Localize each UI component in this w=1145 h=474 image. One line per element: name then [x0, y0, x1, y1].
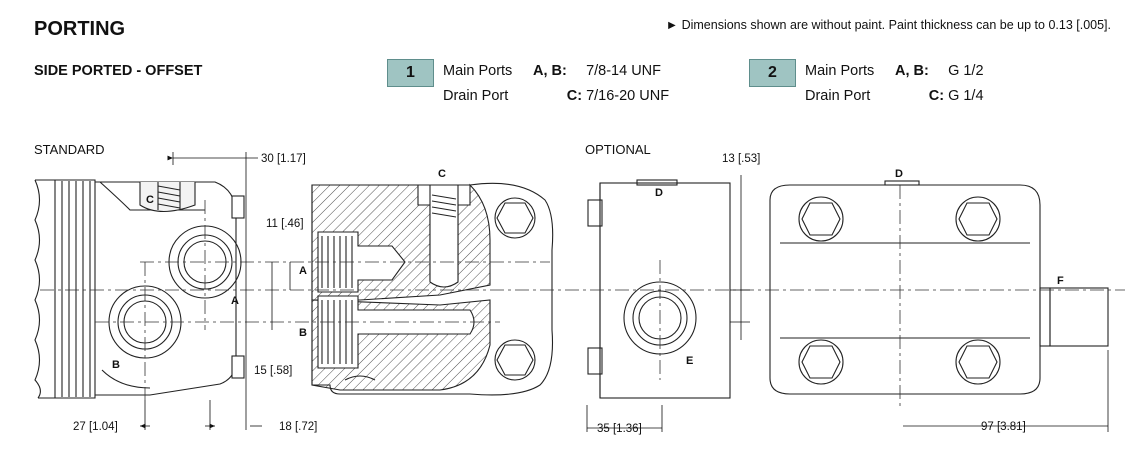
option-1-main-row: Main Ports A, B: 7/8-14 UNF	[443, 59, 669, 84]
option-2-drain-row: Drain Port C: G 1/4	[805, 84, 984, 109]
drain-port-letter: C:	[566, 88, 583, 104]
standard-view-label: STANDARD	[34, 142, 105, 157]
port-b-label: B	[112, 359, 120, 371]
main-ports-value: G 1/2	[948, 63, 984, 79]
main-ports-label: Main Ports	[443, 63, 513, 79]
dim-97: 97 [3.81]	[981, 421, 1026, 433]
drain-port-value: G 1/4	[948, 88, 984, 104]
section-port-c-label: C	[438, 168, 446, 180]
port-c-label: C	[146, 194, 154, 206]
port-f-label: F	[1057, 275, 1064, 287]
dim-15: 15 [.58]	[254, 365, 292, 377]
drain-port-label: Drain Port	[805, 88, 871, 104]
optional-top-view-drawing	[769, 180, 1109, 395]
option-2-specs: Main Ports A, B: G 1/2 Drain Port C: G 1…	[805, 59, 984, 109]
main-ports-letters: A, B:	[533, 63, 567, 79]
main-ports-letters: A, B:	[895, 63, 929, 79]
port-e-label: E	[686, 355, 693, 367]
option-1-specs: Main Ports A, B: 7/8-14 UNF Drain Port C…	[443, 59, 669, 109]
main-ports-label: Main Ports	[805, 63, 875, 79]
port-a-label: A	[231, 295, 239, 307]
standard-view-drawing	[34, 179, 245, 399]
dim-27: 27 [1.04]	[73, 421, 118, 433]
option-2-badge: 2	[749, 59, 796, 87]
drain-port-label: Drain Port	[443, 88, 509, 104]
dimension-lines	[140, 152, 1109, 432]
option-1-badge: 1	[387, 59, 434, 87]
section-port-a-label: A	[299, 265, 307, 277]
paint-note: ► Dimensions shown are without paint. Pa…	[665, 18, 1111, 32]
optional-side-view-drawing	[587, 179, 731, 399]
center-lines	[40, 185, 1125, 410]
dim-11: 11 [.46]	[266, 218, 304, 230]
dim-30: 30 [1.17]	[261, 153, 306, 165]
dim-18: 18 [.72]	[279, 421, 317, 433]
drain-port-letter: C:	[928, 88, 945, 104]
page-title: PORTING	[34, 18, 126, 40]
option-1-drain-row: Drain Port C: 7/16-20 UNF	[443, 84, 669, 109]
section-subtitle: SIDE PORTED - OFFSET	[34, 63, 203, 79]
dim-35: 35 [1.36]	[597, 423, 642, 435]
top-port-d-label: D	[895, 168, 903, 180]
section-view-drawing	[311, 182, 554, 396]
optional-view-label: OPTIONAL	[585, 142, 651, 157]
port-d-label: D	[655, 187, 663, 199]
option-2-main-row: Main Ports A, B: G 1/2	[805, 59, 984, 84]
section-port-b-label: B	[299, 327, 307, 339]
main-ports-value: 7/8-14 UNF	[586, 63, 662, 79]
drain-port-value: 7/16-20 UNF	[586, 88, 670, 104]
dim-13: 13 [.53]	[722, 153, 760, 165]
